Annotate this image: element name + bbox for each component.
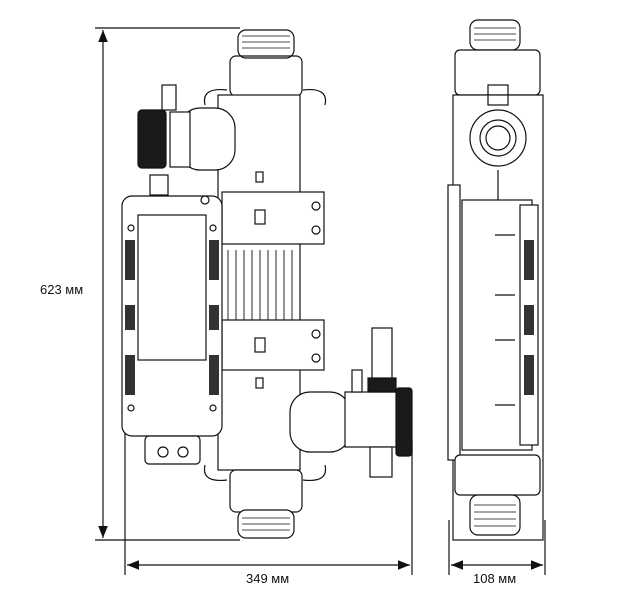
- depth-dimension-line: [448, 520, 546, 575]
- front-view: [121, 29, 413, 539]
- side-view: [447, 19, 544, 541]
- width-dimension-line: [124, 430, 413, 575]
- height-dimension-line: [95, 27, 240, 541]
- depth-dimension-label: 108 мм: [473, 571, 517, 586]
- width-dimension-label: 349 мм: [246, 571, 290, 586]
- height-dimension-label: 623 мм: [40, 282, 84, 297]
